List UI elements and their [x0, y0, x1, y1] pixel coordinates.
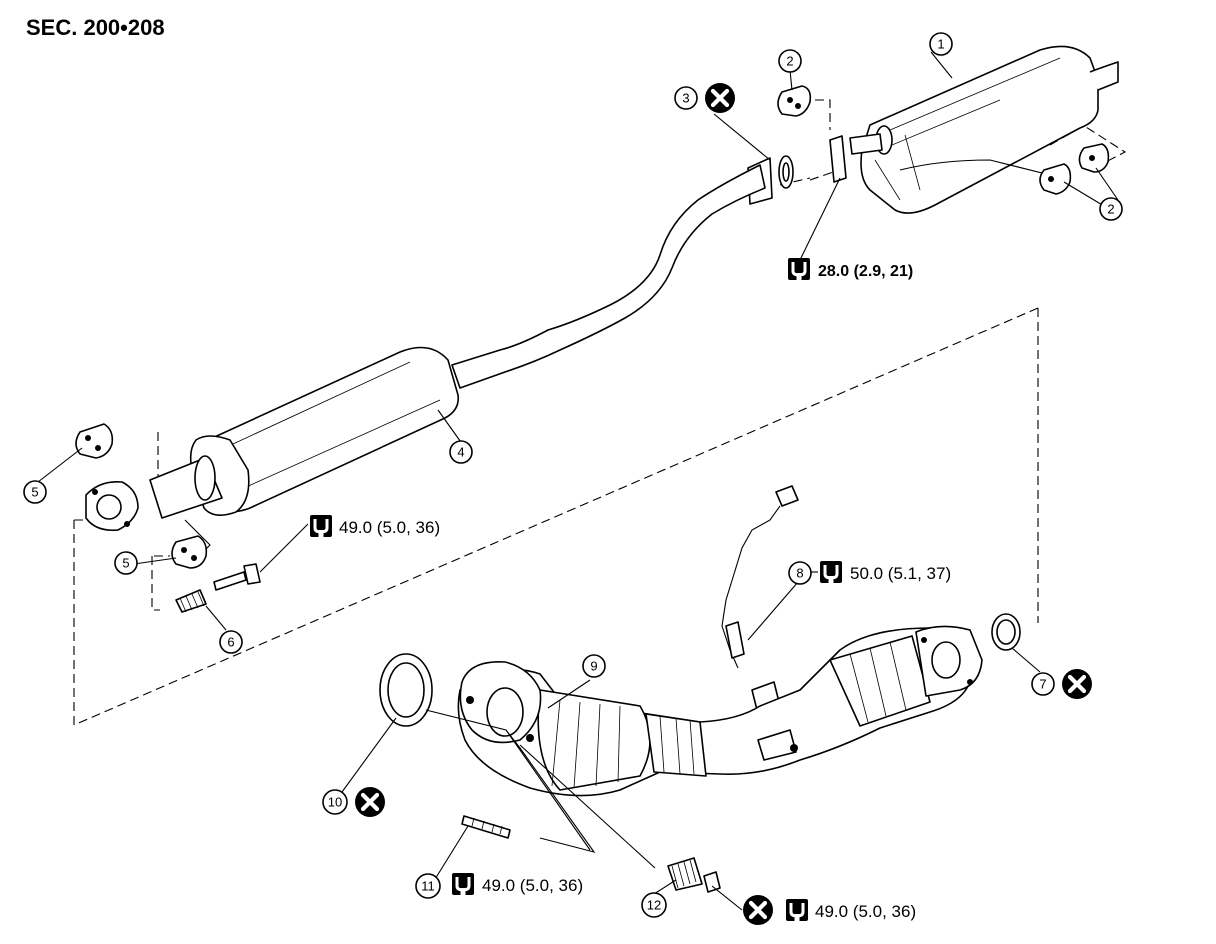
svg-text:12: 12	[647, 898, 661, 913]
svg-text:4: 4	[457, 445, 464, 460]
center-to-catalyst-guide	[73, 307, 1039, 726]
svg-text:3: 3	[682, 91, 689, 106]
callout-12: 12	[641, 892, 667, 918]
rubber-mount-right-a	[1039, 163, 1072, 195]
callout-4: 4	[449, 440, 473, 464]
callout-9: 9	[582, 654, 606, 678]
rubber-mount-top	[777, 85, 812, 117]
svg-text:10: 10	[328, 795, 342, 810]
callout-2-right: 2	[1099, 197, 1123, 221]
torque-main-muffler: 28.0 (2.9, 21)	[818, 263, 913, 280]
mount-rubber-lower	[171, 535, 208, 569]
svg-text:5: 5	[31, 485, 38, 500]
callout-10: 10	[322, 789, 348, 815]
svg-text:7: 7	[1039, 677, 1046, 692]
mounting-guide-left	[151, 432, 170, 611]
wrench-torque-icon	[818, 559, 844, 585]
gasket-front-flange	[991, 613, 1021, 651]
air-fuel-ratio-sensor	[721, 485, 799, 715]
center-exhaust-pipe	[451, 135, 847, 389]
leader-lines	[37, 51, 1119, 911]
callout-5-lower: 5	[114, 551, 138, 575]
svg-text:5: 5	[122, 556, 129, 571]
torque-nut: 49.0 (5.0, 36)	[815, 902, 916, 921]
svg-text:8: 8	[796, 566, 803, 581]
svg-text:9: 9	[590, 659, 597, 674]
do-not-reuse-x-icon	[1062, 669, 1092, 699]
svg-text:2: 2	[786, 54, 793, 69]
wrench-torque-icon	[450, 871, 476, 897]
spring-and-nut	[667, 857, 721, 893]
torque-stud: 49.0 (5.0, 36)	[482, 876, 583, 895]
rubber-mount-right-b	[1078, 143, 1110, 173]
spring-and-bolt	[175, 563, 261, 613]
torque-center-bolt: 49.0 (5.0, 36)	[339, 518, 440, 537]
svg-text:1: 1	[937, 37, 944, 52]
mount-rubber-upper	[75, 423, 114, 459]
callout-1: 1	[929, 32, 953, 56]
three-way-catalyst	[457, 625, 983, 797]
callout-3: 3	[674, 86, 698, 110]
stud-bolt	[461, 815, 511, 839]
gasket-rear	[778, 155, 794, 189]
section-code: SEC. 200•208	[26, 15, 165, 40]
svg-text:2: 2	[1107, 202, 1114, 217]
bracket-guide	[815, 99, 831, 130]
wrench-torque-icon	[786, 256, 812, 282]
callout-6: 6	[219, 630, 243, 654]
callout-5-upper: 5	[23, 480, 47, 504]
do-not-reuse-x-icon	[355, 787, 385, 817]
main-muffler	[849, 45, 1119, 214]
callout-8: 8	[788, 561, 812, 585]
do-not-reuse-x-icon	[743, 895, 773, 925]
gasket-manifold	[379, 653, 433, 727]
callout-7: 7	[1031, 672, 1055, 696]
center-muffler	[85, 346, 460, 556]
wrench-torque-icon	[784, 897, 810, 923]
callout-11: 11	[415, 873, 441, 899]
wrench-torque-icon	[308, 513, 334, 539]
callout-2-top: 2	[778, 49, 802, 73]
svg-text:6: 6	[227, 635, 234, 650]
do-not-reuse-x-icon	[705, 83, 735, 113]
svg-text:11: 11	[421, 879, 435, 894]
torque-sensor: 50.0 (5.1, 37)	[850, 564, 951, 583]
